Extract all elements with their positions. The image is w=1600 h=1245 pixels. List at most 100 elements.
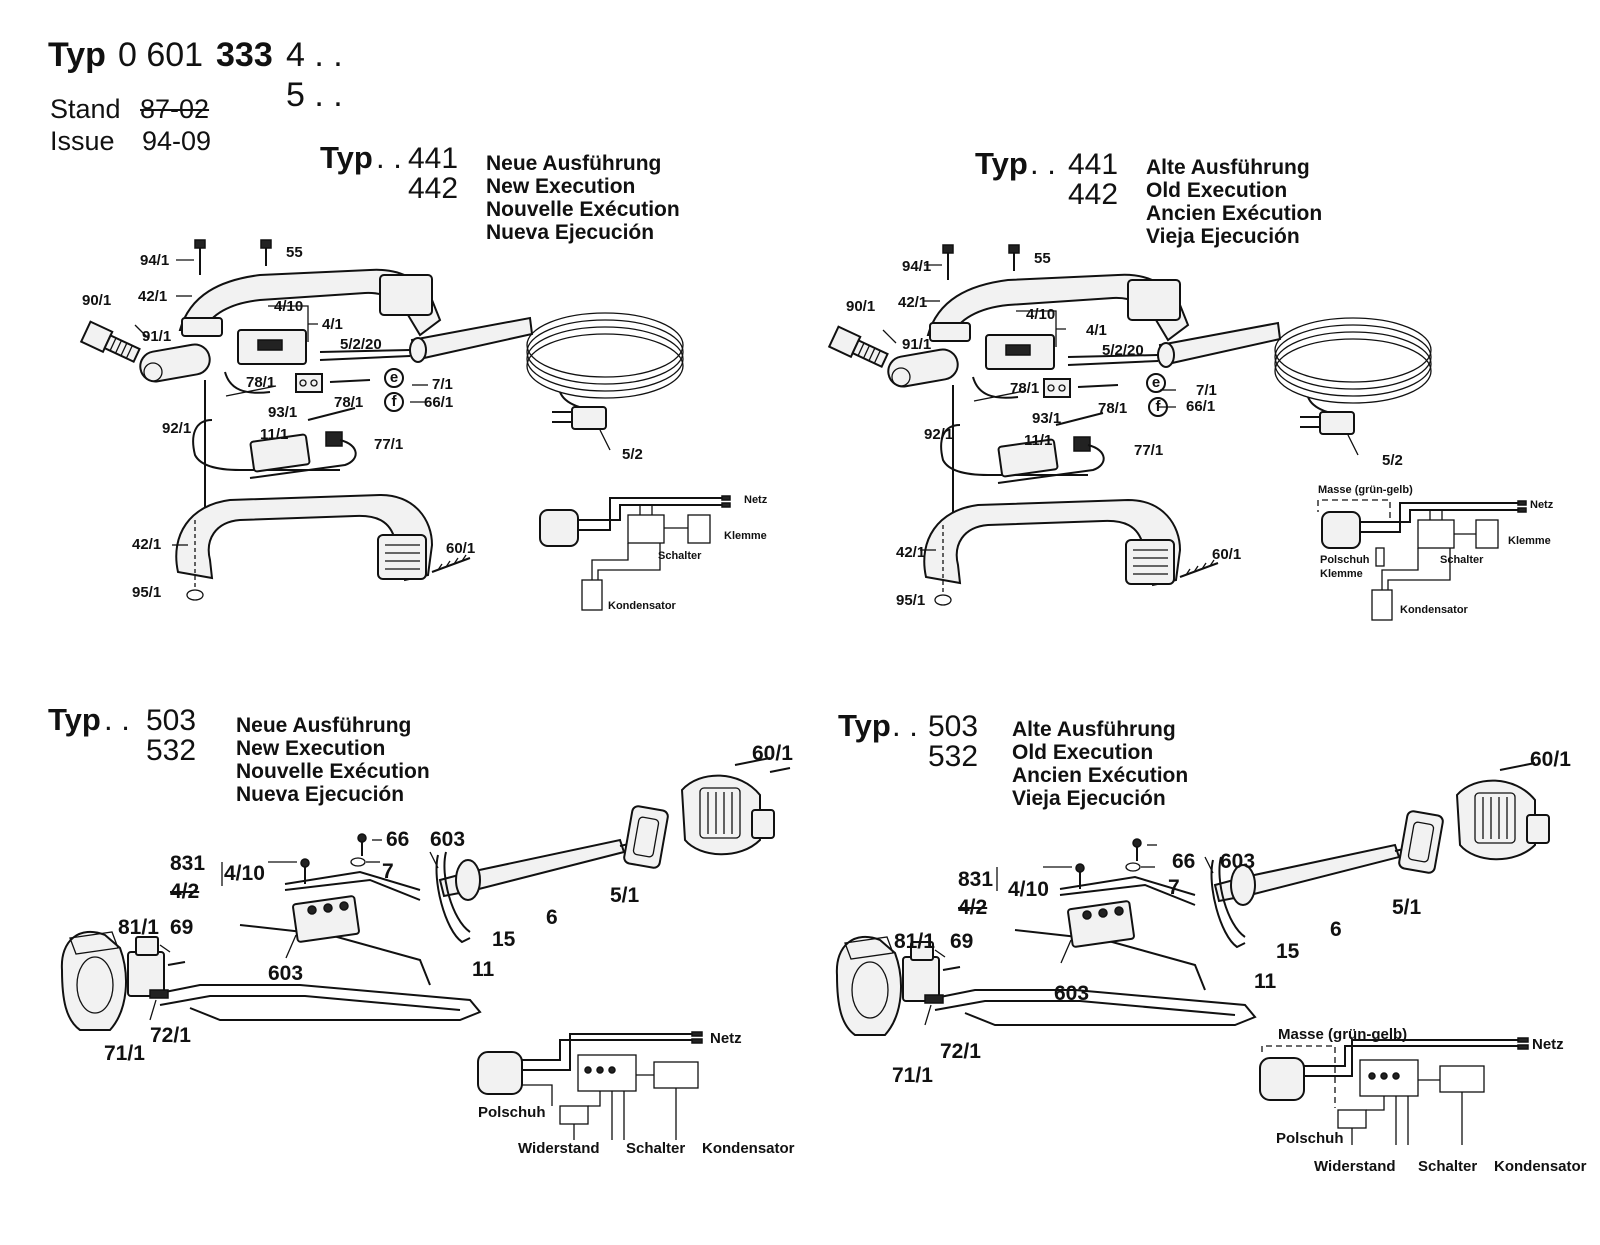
part-label: 91/1 bbox=[142, 328, 172, 345]
execution-fr: Nouvelle Exécution bbox=[486, 198, 680, 221]
part-label: 60/1 bbox=[752, 742, 793, 765]
part-label: 4/10 bbox=[1026, 306, 1056, 323]
part-label: 6 bbox=[1330, 918, 1342, 941]
execution-es: Vieja Ejecución bbox=[1146, 225, 1300, 248]
part-label: 42/1 bbox=[132, 536, 162, 553]
part-label: 831 bbox=[170, 852, 206, 875]
panel-dots: . . bbox=[1030, 146, 1056, 181]
part-label: 91/1 bbox=[902, 336, 932, 353]
part-label: 90/1 bbox=[82, 292, 112, 309]
part-label-superseded: 4/2 bbox=[958, 896, 988, 919]
part-label: 92/1 bbox=[162, 420, 192, 437]
part-label: 93/1 bbox=[1032, 410, 1062, 427]
panel-dots: . . bbox=[892, 708, 918, 743]
part-label: 78/1 bbox=[1098, 400, 1128, 417]
part-label: 11 bbox=[1254, 970, 1277, 993]
part-label: 5/2 bbox=[622, 446, 643, 463]
wiring-label-masse: Masse (grün-gelb) bbox=[1278, 1026, 1408, 1043]
panel-dots: . . bbox=[104, 702, 130, 737]
part-label: 60/1 bbox=[1212, 546, 1242, 563]
part-label: 42/1 bbox=[896, 544, 926, 561]
panel-typ: Typ bbox=[975, 146, 1028, 181]
part-label: 77/1 bbox=[1134, 442, 1164, 459]
panel-type-number-1: 503 bbox=[928, 710, 979, 743]
wiring-label-schalter: Schalter bbox=[1440, 554, 1484, 566]
panel-type-number-1: 441 bbox=[408, 142, 459, 175]
wiring-label-masse: Masse (grün-gelb) bbox=[1318, 484, 1413, 496]
ref-circle-e: e bbox=[1146, 373, 1166, 393]
part-label: 72/1 bbox=[150, 1024, 191, 1047]
br-housing-assembly bbox=[835, 762, 1550, 1036]
wiring-label-kondensator: Kondensator bbox=[1400, 604, 1468, 616]
ref-circle-e: e bbox=[384, 368, 404, 388]
part-label: 4/1 bbox=[1086, 322, 1107, 339]
tl-handle-assembly bbox=[79, 239, 684, 601]
bl-housing-assembly bbox=[60, 757, 791, 1031]
panel-dots: . . bbox=[376, 140, 402, 175]
execution-de: Neue Ausführung bbox=[486, 152, 662, 175]
part-label: 6 bbox=[546, 906, 558, 929]
header-number-prefix: 0 601 bbox=[118, 36, 204, 74]
part-label: 94/1 bbox=[140, 252, 170, 269]
part-label: 66 bbox=[1172, 850, 1196, 873]
part-label: 55 bbox=[286, 244, 303, 261]
tl-wiring-diagram bbox=[539, 495, 731, 611]
part-label-superseded: 4/2 bbox=[170, 880, 200, 903]
part-label: 15 bbox=[1276, 940, 1300, 963]
part-label: 4/1 bbox=[322, 316, 343, 333]
wiring-label-netz: Netz bbox=[1532, 1036, 1564, 1053]
execution-en: New Execution bbox=[236, 737, 386, 760]
part-label: 11 bbox=[472, 958, 495, 981]
execution-es: Vieja Ejecución bbox=[1012, 787, 1166, 810]
part-label: 5/2 bbox=[1382, 452, 1403, 469]
wiring-label-kondensator: Kondensator bbox=[1494, 1158, 1587, 1175]
part-label: 94/1 bbox=[902, 258, 932, 275]
wiring-label-schalter: Schalter bbox=[658, 550, 702, 562]
wiring-label-netz: Netz bbox=[710, 1030, 742, 1047]
part-label: 5/2/20 bbox=[340, 336, 382, 353]
issue-value: 94-09 bbox=[142, 126, 212, 156]
part-label: 4/10 bbox=[224, 862, 265, 885]
part-label: 60/1 bbox=[1530, 748, 1571, 771]
panel-typ: Typ bbox=[320, 140, 373, 175]
part-label: 90/1 bbox=[846, 298, 876, 315]
part-label: 4/10 bbox=[1008, 878, 1049, 901]
part-label: 11/1 bbox=[260, 426, 289, 443]
part-label: 92/1 bbox=[924, 426, 954, 443]
execution-fr: Nouvelle Exécution bbox=[236, 760, 430, 783]
part-label: 78/1 bbox=[1010, 380, 1040, 397]
part-label: 95/1 bbox=[896, 592, 926, 609]
issue-label: Issue bbox=[50, 126, 115, 156]
wiring-label-polschuh: Polschuh bbox=[478, 1104, 546, 1121]
execution-fr: Ancien Exécution bbox=[1012, 764, 1189, 787]
execution-es: Nueva Ejecución bbox=[486, 221, 655, 244]
wiring-label-klemme: Klemme bbox=[1508, 535, 1551, 547]
tr-wiring-diagram bbox=[1317, 499, 1527, 621]
part-label: 60/1 bbox=[446, 540, 476, 557]
stand-label: Stand bbox=[50, 94, 121, 124]
wiring-label-netz: Netz bbox=[744, 494, 768, 506]
part-label: 69 bbox=[950, 930, 974, 953]
panel-type-number-2: 532 bbox=[928, 740, 979, 773]
part-label: 7 bbox=[1168, 876, 1180, 899]
execution-en: Old Execution bbox=[1146, 179, 1288, 202]
part-label: 7/1 bbox=[432, 376, 453, 393]
part-label: 72/1 bbox=[940, 1040, 981, 1063]
part-label: 11/1 bbox=[1024, 432, 1053, 449]
part-label: 4/10 bbox=[274, 298, 304, 315]
part-label: 66/1 bbox=[424, 394, 454, 411]
tr-handle-assembly bbox=[827, 244, 1432, 606]
execution-fr: Ancien Exécution bbox=[1146, 202, 1323, 225]
part-label: 81/1 bbox=[894, 930, 935, 953]
part-label: 603 bbox=[268, 962, 304, 985]
execution-en: Old Execution bbox=[1012, 741, 1154, 764]
stand-old-value: 87-02 bbox=[140, 94, 210, 124]
part-label: 7/1 bbox=[1196, 382, 1217, 399]
panel-type-number-1: 441 bbox=[1068, 148, 1119, 181]
panel-type-number-2: 442 bbox=[1068, 178, 1119, 211]
part-label: 93/1 bbox=[268, 404, 298, 421]
part-label: 69 bbox=[170, 916, 194, 939]
part-label: 603 bbox=[1054, 982, 1090, 1005]
wiring-label-polschuh: Polschuh bbox=[1276, 1130, 1344, 1147]
wiring-label-kondensator: Kondensator bbox=[608, 600, 676, 612]
